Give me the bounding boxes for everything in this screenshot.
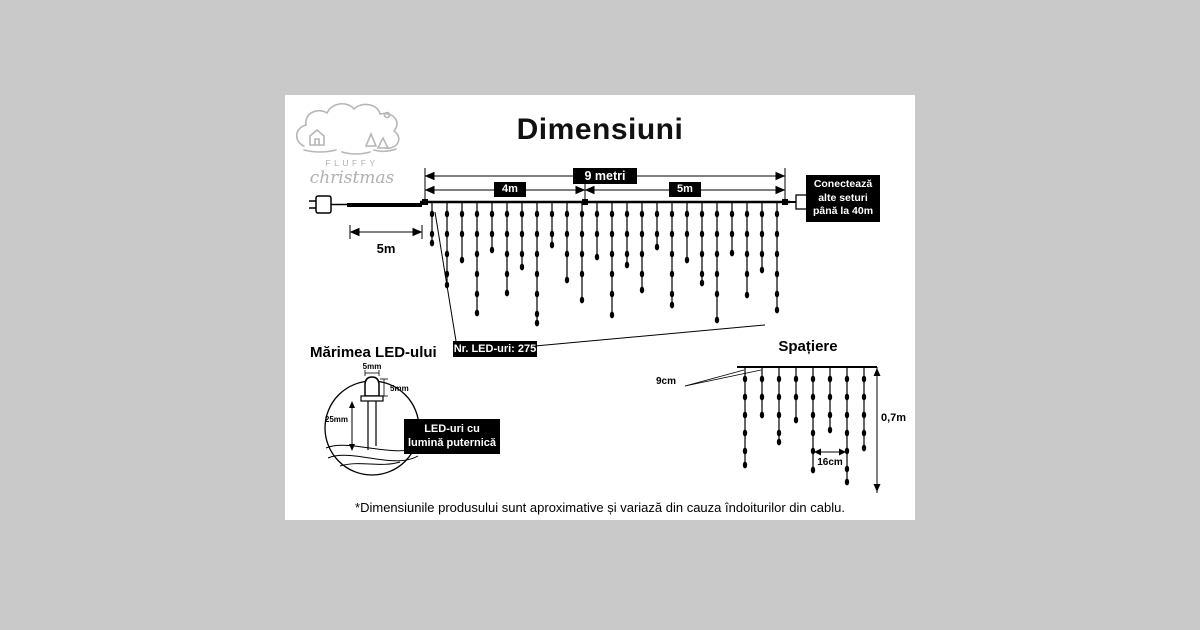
bulb-width-label: 5mm xyxy=(363,362,382,371)
dimension-horizontal-gap xyxy=(814,448,846,456)
dimension-drop-length xyxy=(873,367,881,493)
drop-gap-pointer-lines xyxy=(684,369,762,387)
disclaimer-footnote: *Dimensiunile produsului sunt aproximati… xyxy=(355,500,845,515)
led-size-heading: Mărimea LED-ului xyxy=(310,344,437,361)
power-plug-icon xyxy=(309,195,348,214)
page-title: Dimensiuni xyxy=(516,113,684,146)
dimension-segment-lines xyxy=(424,182,786,199)
dimension-bulb-width xyxy=(364,370,380,376)
light-string-diagram xyxy=(309,168,814,347)
connector-note-label: Conectează alte seturi până la 40m xyxy=(806,175,880,222)
spacing-diagram xyxy=(684,366,881,493)
led-count-label: Nr. LED-uri: 275 xyxy=(453,341,537,357)
icicle-drops xyxy=(429,202,780,327)
left-segment-label: 4m xyxy=(494,182,526,197)
winter-scene-sketch xyxy=(295,103,400,155)
led-note-label: LED-uri cu lumină puternică xyxy=(404,419,500,454)
dimension-led-length xyxy=(349,401,355,451)
main-cable xyxy=(420,199,790,205)
spacing-icicle-drops xyxy=(742,367,867,486)
dimension-lead-line xyxy=(349,225,423,239)
led-count-callout-lines xyxy=(434,211,766,347)
brand-logo: FLUFFY christmas xyxy=(295,103,400,188)
spacing-heading: Spațiere xyxy=(778,338,838,355)
diagram-panel: FLUFFY christmas Dimensiuni xyxy=(285,95,915,520)
lead-length-label: 5m xyxy=(376,241,396,256)
logo-text-top: FLUFFY xyxy=(325,158,378,168)
logo-text-script: christmas xyxy=(310,168,395,188)
total-length-label: 9 metri xyxy=(573,168,637,184)
led-bulb-icon xyxy=(360,376,384,450)
horizontal-gap-label: 16cm xyxy=(817,457,843,468)
drop-gap-label: 9cm xyxy=(655,376,676,387)
right-segment-label: 5m xyxy=(669,182,701,197)
led-length-label: 25mm xyxy=(325,415,348,424)
dimension-bulb-height xyxy=(380,378,388,397)
bulb-height-label: 5mm xyxy=(390,384,409,393)
drop-length-label: 0,7m xyxy=(881,412,907,424)
